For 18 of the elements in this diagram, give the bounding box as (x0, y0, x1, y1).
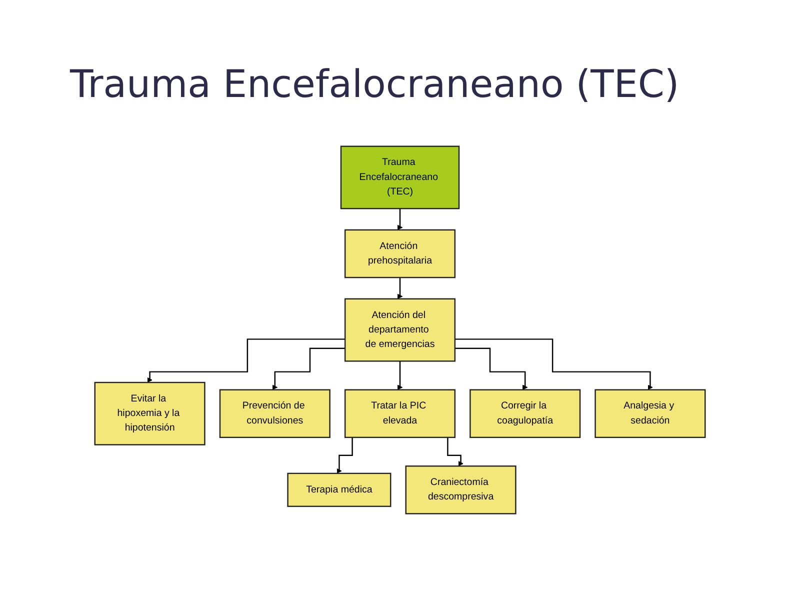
arrow (397, 208, 403, 230)
node-box: Terapia médica (287, 472, 392, 507)
node-box: Craniectomía descompresiva (405, 465, 516, 514)
node-box: Tratar la PIC elevada (344, 389, 456, 438)
arrow (272, 348, 346, 390)
node-box: Trauma Encefalocraneano (TEC) (340, 146, 460, 210)
node-box: Atención prehospitalaria (344, 229, 456, 278)
node-box: Corregir la coagulopatía (470, 389, 581, 438)
slide-title: Trauma Encefalocraneano (TEC) (70, 62, 680, 106)
arrow (397, 360, 403, 390)
arrow (454, 338, 653, 390)
arrow (454, 348, 528, 390)
node-box: Atención del departamento de emergencias (344, 298, 456, 362)
arrow (147, 338, 346, 383)
node-box: Analgesia y sedación (594, 389, 706, 438)
arrow (397, 276, 403, 300)
node-box: Prevención de convulsiones (219, 389, 330, 438)
node-box: Evitar la hipoxemia y la hipotensión (94, 382, 206, 446)
